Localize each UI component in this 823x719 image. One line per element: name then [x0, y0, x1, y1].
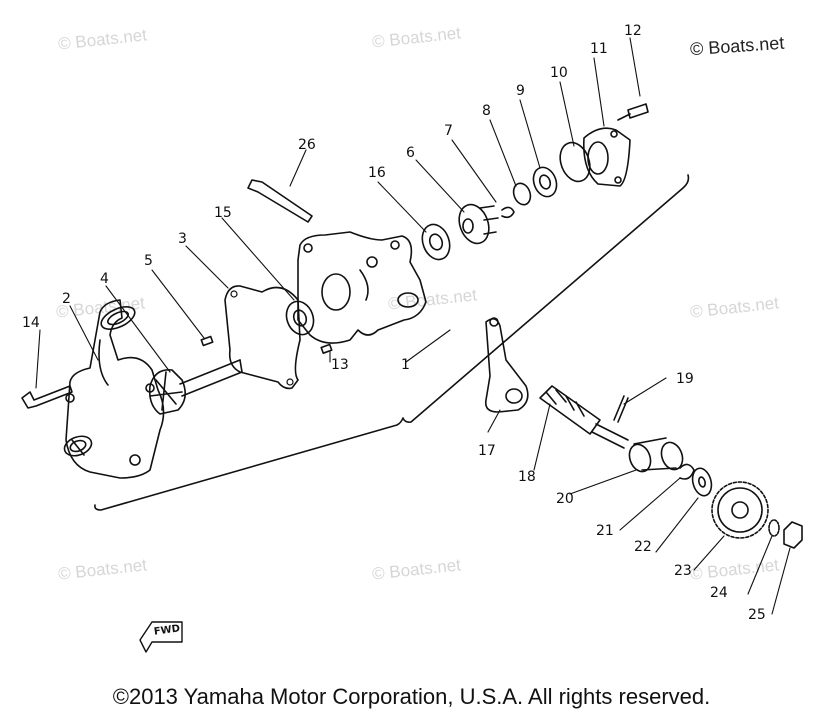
callout-18: 18: [518, 469, 536, 485]
callout-11: 11: [590, 41, 608, 57]
gasket: [224, 285, 301, 390]
washer-8: [512, 182, 532, 206]
callout-10: 10: [550, 65, 568, 81]
bolt-26: [247, 179, 313, 223]
callout-4: 4: [100, 271, 109, 287]
plate-17: [484, 318, 529, 413]
washer-22: [691, 467, 713, 497]
callout-23: 23: [674, 563, 692, 579]
callout-7: 7: [444, 123, 453, 139]
callout-8: 8: [482, 103, 491, 119]
bolt-12: [617, 103, 649, 121]
drive-gear: [711, 481, 769, 539]
pump-housing: [297, 231, 427, 344]
callout-12: 12: [624, 23, 642, 39]
callout-25: 25: [748, 607, 766, 623]
fwd-arrow: [139, 621, 183, 653]
copyright-notice: ©2013 Yamaha Motor Corporation, U.S.A. A…: [112, 684, 711, 709]
bearing-16: [421, 223, 451, 261]
callout-15: 15: [214, 205, 232, 221]
bearing-9: [532, 166, 558, 198]
pin-13: [320, 343, 333, 354]
callout-24: 24: [710, 585, 728, 601]
bolt-14: [21, 385, 73, 409]
callout-20: 20: [556, 491, 574, 507]
callout-17: 17: [478, 443, 496, 459]
callout-6: 6: [406, 145, 415, 161]
seal-5: [200, 335, 214, 347]
callout-21: 21: [596, 523, 614, 539]
callout-5: 5: [144, 253, 153, 269]
shaft-gear: [539, 385, 629, 449]
impeller: [148, 359, 243, 415]
pump-cover: [63, 299, 165, 479]
callout-16: 16: [368, 165, 386, 181]
callout-1: 1: [401, 357, 410, 373]
callout-22: 22: [634, 539, 652, 555]
pin-19: [613, 395, 629, 423]
callout-14: 14: [22, 315, 40, 331]
leader-lines: [35, 37, 791, 615]
callout-9: 9: [516, 83, 525, 99]
clip-21: [679, 463, 695, 480]
callout-19: 19: [676, 371, 694, 387]
clip-7: [501, 206, 515, 219]
bearing-cover: [582, 127, 631, 187]
lock-washer: [768, 519, 780, 537]
gear-6: [458, 203, 499, 245]
callout-26: 26: [298, 137, 316, 153]
callout-3: 3: [178, 231, 187, 247]
callout-13: 13: [331, 357, 349, 373]
collar: [628, 437, 684, 473]
assembly-bracket: [94, 174, 690, 511]
nut-25: [783, 521, 803, 549]
callout-2: 2: [62, 291, 71, 307]
